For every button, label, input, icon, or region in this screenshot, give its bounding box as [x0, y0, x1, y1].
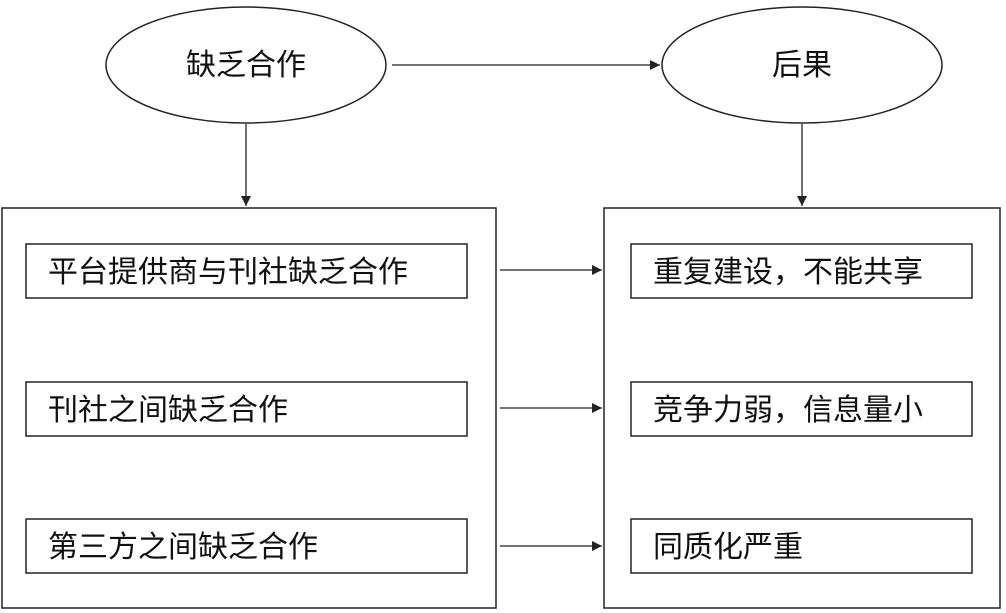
cause-ellipse: 缺乏合作 [105, 6, 387, 124]
effect-label-1: 重复建设，不能共享 [653, 255, 923, 290]
cause-label-3: 第三方之间缺乏合作 [48, 530, 318, 565]
effect-box-1: 重复建设，不能共享 [630, 243, 973, 299]
cause-label-2: 刊社之间缺乏合作 [48, 393, 288, 428]
cause-box-2: 刊社之间缺乏合作 [25, 381, 468, 437]
effect-label-2: 竞争力弱，信息量小 [653, 393, 923, 428]
effects-container [603, 207, 1001, 609]
effect-ellipse-label: 后果 [772, 48, 832, 83]
effect-label-3: 同质化严重 [653, 530, 803, 565]
causes-container [1, 207, 497, 609]
effect-box-3: 同质化严重 [630, 518, 973, 574]
effect-box-2: 竞争力弱，信息量小 [630, 381, 973, 437]
cause-ellipse-label: 缺乏合作 [186, 48, 306, 83]
effect-ellipse: 后果 [661, 6, 943, 124]
cause-box-3: 第三方之间缺乏合作 [25, 518, 468, 574]
cause-label-1: 平台提供商与刊社缺乏合作 [48, 255, 408, 290]
cause-box-1: 平台提供商与刊社缺乏合作 [25, 243, 468, 299]
